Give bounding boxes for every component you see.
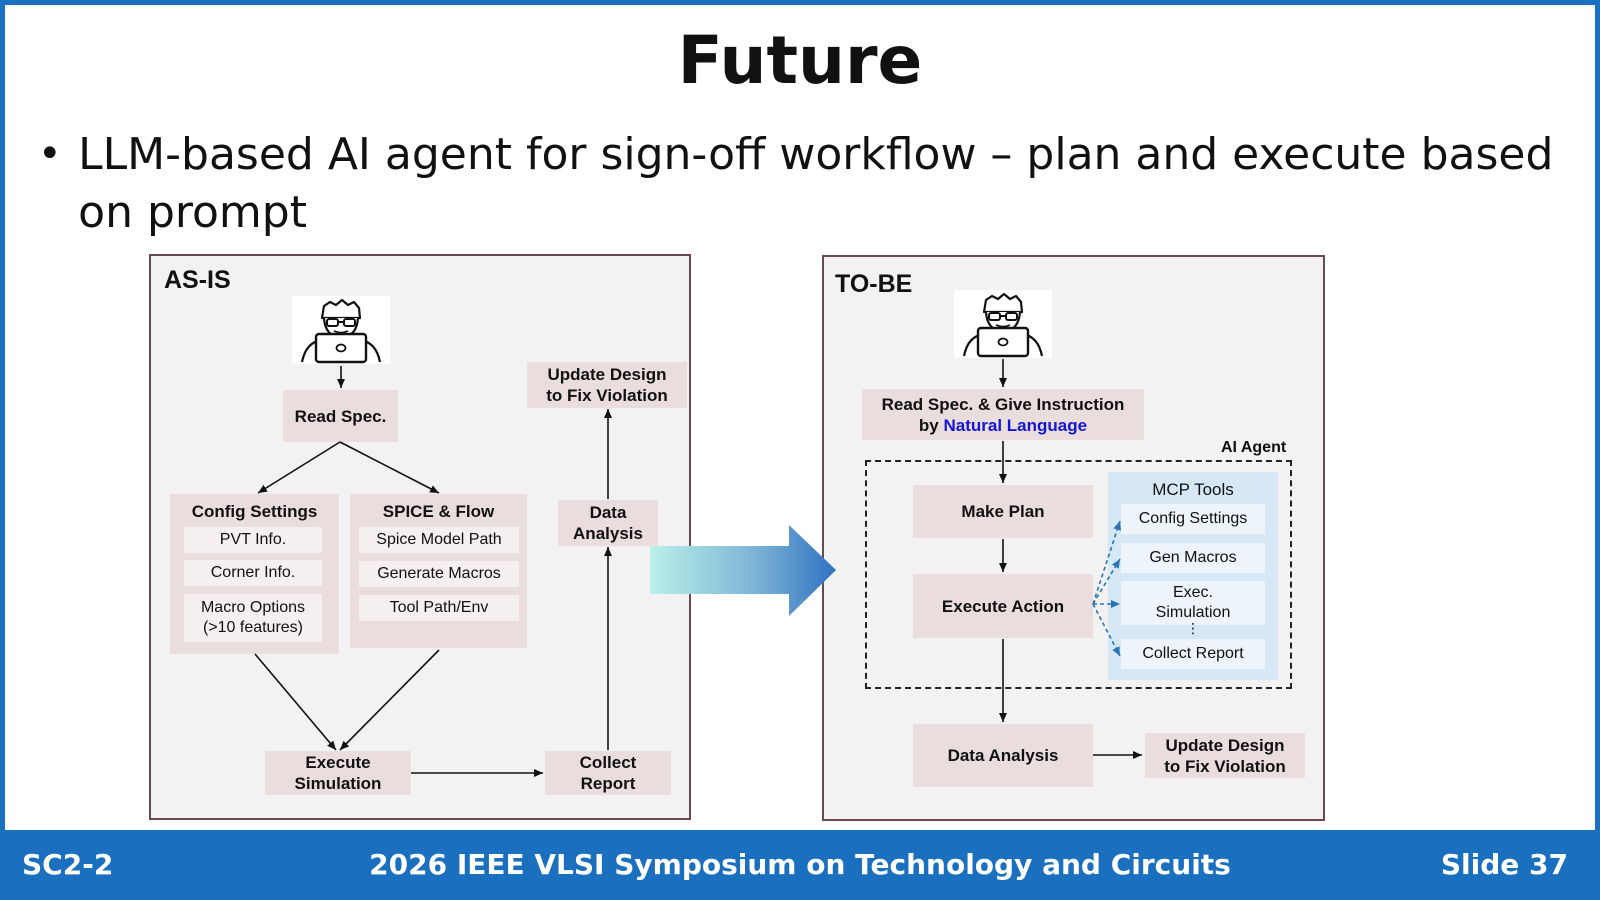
- as-is-data-analysis-text: Data Analysis: [573, 503, 643, 543]
- as-is-update-design-text: Update Design to Fix Violation: [546, 365, 668, 405]
- as-is-title: AS-IS: [164, 266, 231, 294]
- footer-conference: 2026 IEEE VLSI Symposium on Technology a…: [369, 848, 1231, 881]
- tools-ellipsis: ⋮: [1186, 621, 1200, 637]
- user-laptop-icon-2: [954, 290, 1052, 358]
- bullet-point: • LLM-based AI agent for sign-off workfl…: [38, 126, 1578, 242]
- to-be-data-analysis: Data Analysis: [913, 724, 1093, 787]
- as-is-execute-simulation-text: Execute Simulation: [294, 753, 382, 793]
- to-be-update-design-text: Update Design to Fix Violation: [1164, 735, 1286, 776]
- make-plan-box: Make Plan: [913, 485, 1093, 538]
- tool-exec-simulation-text: Exec. Simulation: [1155, 584, 1231, 621]
- arrow-readspec-to-config: [257, 441, 341, 494]
- as-is-execute-simulation: Execute Simulation: [265, 751, 411, 795]
- footer-slide-number: Slide 37: [1440, 848, 1568, 881]
- spice-item-generate-macros: Generate Macros: [359, 561, 519, 587]
- tool-config-settings: Config Settings: [1121, 504, 1265, 534]
- config-item-macro-options: Macro Options (>10 features): [184, 594, 322, 642]
- mcp-tools-title: MCP Tools: [1152, 480, 1234, 499]
- tool-exec-simulation: Exec. Simulation: [1121, 581, 1265, 625]
- as-is-update-design: Update Design to Fix Violation: [527, 362, 687, 408]
- spice-flow-title: SPICE & Flow: [382, 502, 495, 521]
- arrow-spice-to-execute: [339, 649, 440, 751]
- config-item-pvt: PVT Info.: [184, 527, 322, 553]
- spice-item-model-path: Spice Model Path: [359, 527, 519, 553]
- instruction-line2: by Natural Language: [919, 415, 1087, 436]
- to-be-instruction: Read Spec. & Give Instruction by Natural…: [862, 389, 1144, 440]
- to-be-title: TO-BE: [835, 270, 913, 298]
- spice-item-tool-path: Tool Path/Env: [359, 595, 519, 621]
- user-laptop-icon: [292, 296, 390, 364]
- tool-call-arrow-macros: [1092, 558, 1121, 605]
- footer-session-id: SC2-2: [22, 848, 114, 881]
- spice-flow-group: SPICE & Flow Spice Model Path Generate M…: [350, 494, 527, 648]
- as-is-collect-report: Collect Report: [545, 751, 671, 795]
- ai-agent-boundary: [865, 460, 1292, 689]
- mcp-tools-panel: MCP Tools Config Settings Gen Macros Exe…: [1108, 472, 1278, 680]
- as-is-data-analysis: Data Analysis: [558, 500, 658, 546]
- config-item-corner: Corner Info.: [184, 560, 322, 586]
- config-item-macro-options-text: Macro Options (>10 features): [200, 599, 306, 636]
- slide-title: Future: [677, 22, 923, 99]
- to-be-update-design: Update Design to Fix Violation: [1145, 733, 1305, 778]
- arrow-config-to-execute: [254, 653, 337, 751]
- footer-bar: 2026 IEEE VLSI Symposium on Technology a…: [0, 830, 1600, 900]
- natural-language-text: Natural Language: [943, 415, 1088, 435]
- ai-agent-label: AI Agent: [1221, 439, 1287, 456]
- transition-arrow-icon: [650, 525, 836, 616]
- tool-call-arrow-report: [1092, 603, 1121, 657]
- instruction-by: by: [918, 415, 944, 435]
- instruction-line1: Read Spec. & Give Instruction: [881, 394, 1125, 414]
- tool-gen-macros: Gen Macros: [1121, 543, 1265, 573]
- arrow-readspec-to-spice: [339, 441, 440, 494]
- tool-collect-report: Collect Report: [1121, 639, 1265, 669]
- tool-call-arrow-config: [1092, 520, 1122, 605]
- config-settings-title: Config Settings: [191, 502, 318, 521]
- bullet-dot: •: [38, 131, 62, 177]
- as-is-read-spec: Read Spec.: [283, 390, 398, 442]
- bullet-text: LLM-based AI agent for sign-off workflow…: [78, 129, 1554, 238]
- execute-action-box: Execute Action: [913, 574, 1093, 638]
- config-settings-group: Config Settings PVT Info. Corner Info. M…: [170, 494, 339, 654]
- as-is-collect-report-text: Collect Report: [579, 753, 637, 793]
